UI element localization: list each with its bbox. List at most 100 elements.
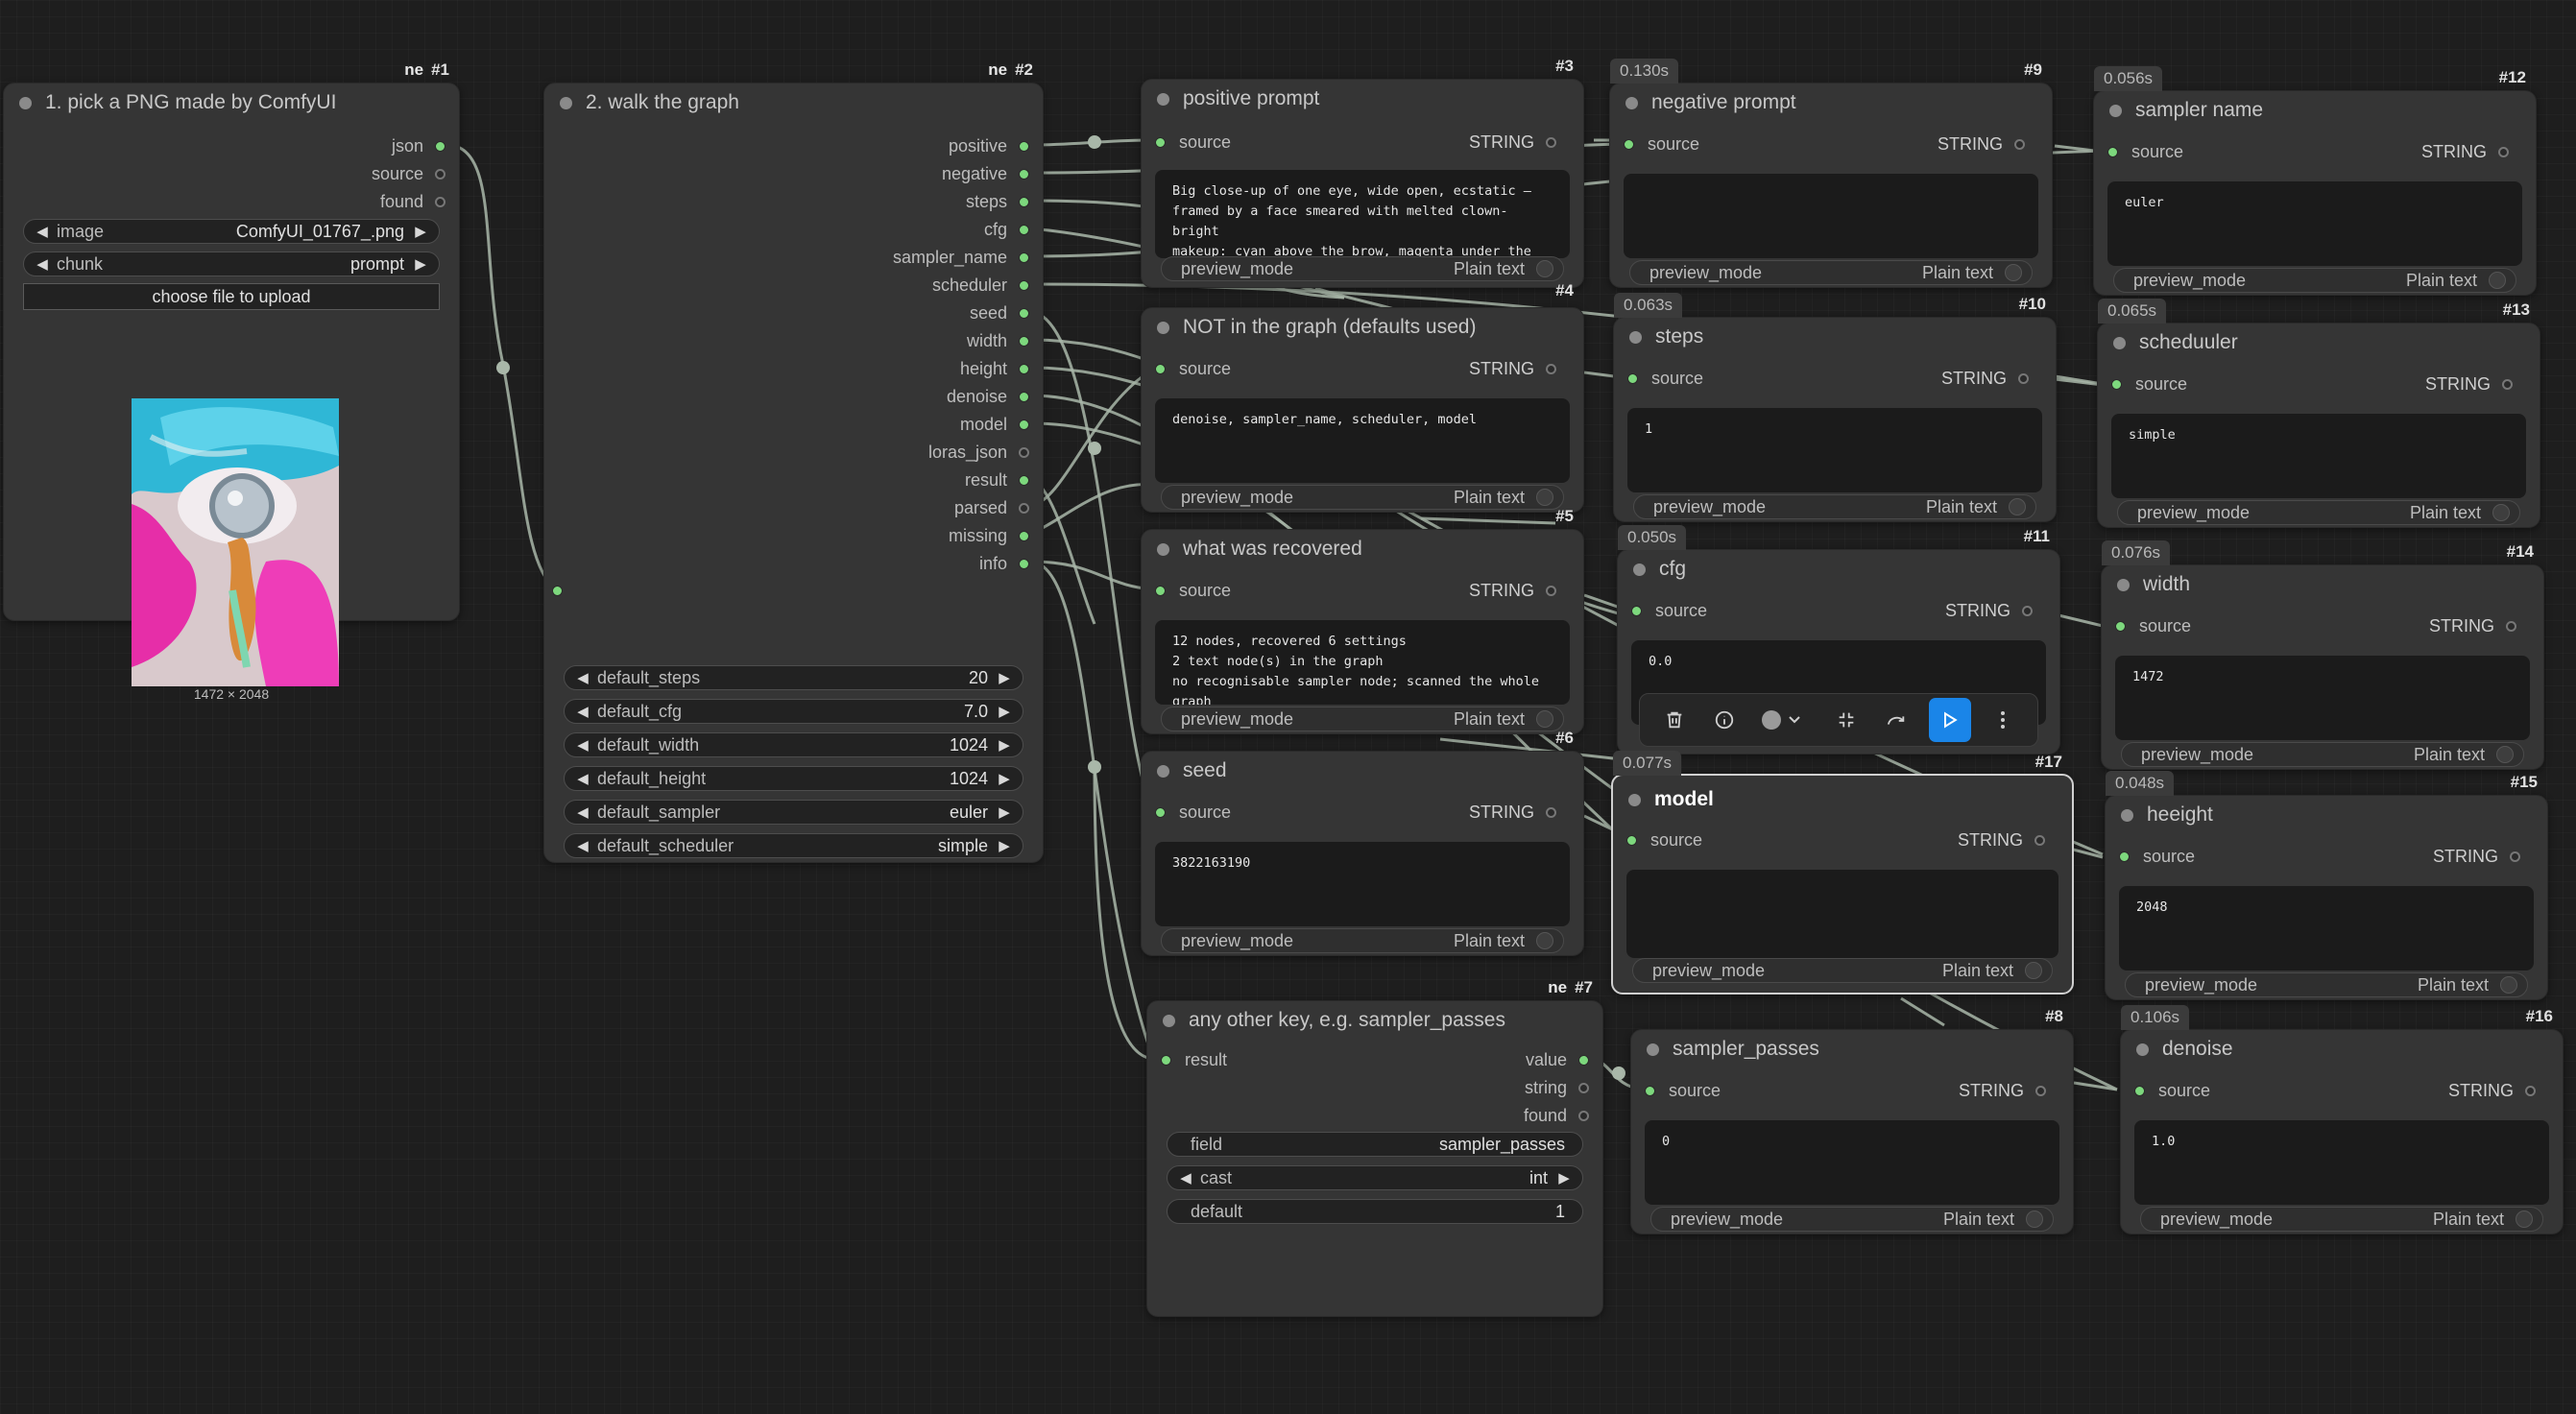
collapse-icon[interactable] xyxy=(1828,702,1865,738)
node-title[interactable]: heeight xyxy=(2106,796,2547,834)
slot-connected-icon[interactable] xyxy=(1019,168,1029,180)
output-width[interactable]: width xyxy=(967,328,1029,353)
arrow-right-icon[interactable]: ▶ xyxy=(999,838,1010,854)
toggle-icon[interactable] xyxy=(1536,260,1553,277)
node-title[interactable]: width xyxy=(2102,565,2543,604)
slot-connected-icon[interactable] xyxy=(1155,585,1166,596)
slot-empty-icon[interactable] xyxy=(2510,851,2520,862)
trash-icon[interactable] xyxy=(1656,702,1693,738)
slot-connected-icon[interactable] xyxy=(1019,252,1029,263)
node-title[interactable]: 1. pick a PNG made by ComfyUI xyxy=(4,84,459,122)
collapse-dot-icon[interactable] xyxy=(1157,764,1169,778)
info-icon[interactable] xyxy=(1706,702,1743,738)
arrow-right-icon[interactable]: ▶ xyxy=(999,704,1010,720)
text-display[interactable]: 1472 xyxy=(2115,656,2530,740)
slot-connected-icon[interactable] xyxy=(1019,558,1029,569)
output-found[interactable]: found xyxy=(1524,1103,1589,1128)
slot-empty-icon[interactable] xyxy=(1546,806,1556,818)
slot-connected-icon[interactable] xyxy=(1019,363,1029,374)
output-height[interactable]: height xyxy=(960,356,1029,381)
node-title[interactable]: negative prompt xyxy=(1610,84,2052,122)
node-title[interactable]: positive prompt xyxy=(1142,80,1583,118)
upload-button[interactable]: choose file to upload xyxy=(23,283,440,310)
slot-empty-icon[interactable] xyxy=(1546,585,1556,596)
slot-connected-icon[interactable] xyxy=(1624,138,1634,150)
slot-empty-icon[interactable] xyxy=(435,196,445,207)
arrow-right-icon[interactable]: ▶ xyxy=(999,771,1010,787)
output-loras-json[interactable]: loras_json xyxy=(928,440,1029,465)
node-title[interactable]: model xyxy=(1613,776,2072,824)
slot-empty-icon[interactable] xyxy=(2498,146,2509,157)
slot-connected-icon[interactable] xyxy=(1019,530,1029,541)
text-display[interactable]: 12 nodes, recovered 6 settings 2 text no… xyxy=(1155,620,1570,705)
output-scheduler[interactable]: scheduler xyxy=(932,273,1029,298)
node-any-other-key[interactable]: ne#7 any other key, e.g. sampler_passes … xyxy=(1146,978,1603,1317)
image-preview[interactable] xyxy=(132,398,339,686)
slot-connected-icon[interactable] xyxy=(2119,851,2130,862)
arrow-right-icon[interactable]: ▶ xyxy=(999,804,1010,821)
toggle-icon[interactable] xyxy=(2496,746,2514,763)
node-title[interactable]: any other key, e.g. sampler_passes xyxy=(1147,1001,1602,1040)
slot-connected-icon[interactable] xyxy=(1626,834,1637,846)
collapse-dot-icon[interactable] xyxy=(1629,330,1642,344)
slot-connected-icon[interactable] xyxy=(1631,605,1642,616)
toggle-icon[interactable] xyxy=(2500,976,2517,994)
slot-connected-icon[interactable] xyxy=(435,140,445,152)
slot-connected-icon[interactable] xyxy=(1161,1054,1171,1066)
slot-connected-icon[interactable] xyxy=(1155,136,1166,148)
node-title[interactable]: sampler_passes xyxy=(1631,1030,2073,1068)
slot-connected-icon[interactable] xyxy=(2134,1085,2145,1096)
collapse-dot-icon[interactable] xyxy=(1647,1043,1659,1056)
arrow-left-icon[interactable]: ◀ xyxy=(1180,1170,1192,1186)
output-found[interactable]: found xyxy=(380,189,445,214)
slot-connected-icon[interactable] xyxy=(1019,419,1029,430)
slot-empty-icon[interactable] xyxy=(2034,834,2045,846)
toggle-icon[interactable] xyxy=(1536,932,1553,949)
collapse-dot-icon[interactable] xyxy=(2117,578,2130,591)
slot-connected-icon[interactable] xyxy=(1019,140,1029,152)
arrow-left-icon[interactable]: ◀ xyxy=(577,737,589,754)
bypass-icon[interactable] xyxy=(1878,702,1914,738)
output-cfg[interactable]: cfg xyxy=(984,217,1029,242)
toggle-icon[interactable] xyxy=(2516,1210,2533,1228)
arrow-right-icon[interactable]: ▶ xyxy=(1558,1170,1570,1186)
arrow-left-icon[interactable]: ◀ xyxy=(577,771,589,787)
slot-empty-icon[interactable] xyxy=(2035,1085,2046,1096)
slot-connected-icon[interactable] xyxy=(1019,279,1029,291)
toggle-icon[interactable] xyxy=(1536,489,1553,506)
node-title[interactable]: scheduuler xyxy=(2098,324,2540,362)
node-title[interactable]: cfg xyxy=(1618,550,2059,588)
arrow-right-icon[interactable]: ▶ xyxy=(999,737,1010,754)
output-source[interactable]: source xyxy=(372,161,445,186)
more-icon[interactable] xyxy=(1985,702,2021,738)
slot-connected-icon[interactable] xyxy=(1019,224,1029,235)
output-steps[interactable]: steps xyxy=(966,189,1029,214)
node-walk-graph[interactable]: ne#2 2. walk the graph positive negative… xyxy=(543,60,1044,863)
